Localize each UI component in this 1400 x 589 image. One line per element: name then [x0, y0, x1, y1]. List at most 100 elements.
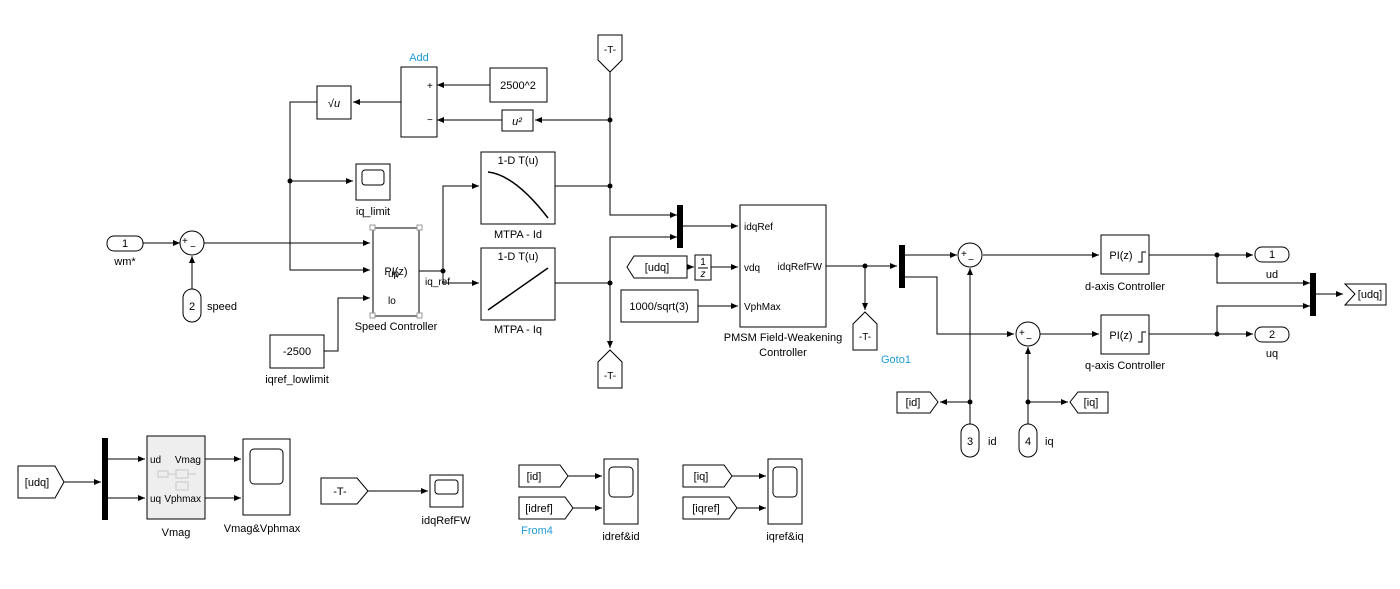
junction-dots: [287, 117, 1220, 405]
goto-udq-label: [udq]: [1358, 289, 1382, 301]
outport-uq[interactable]: 2 uq: [1254, 326, 1290, 360]
fw-out-idqreffw: idqRefFW: [778, 262, 823, 273]
speed-controller-name: Speed Controller: [355, 321, 438, 333]
add-name: Add: [409, 52, 429, 64]
from-udq[interactable]: [udq]: [626, 255, 688, 279]
fw-controller[interactable]: idqRef vdq VphMax idqRefFW PMSM Field-We…: [724, 204, 842, 359]
lookup-mtpa-id-title: 1-D T(u): [498, 155, 539, 167]
vmag-out-vmag: Vmag: [175, 455, 201, 466]
goto1-name: Goto1: [881, 354, 911, 366]
demux-idq[interactable]: [899, 245, 905, 288]
from-idref[interactable]: [idref] From4: [518, 496, 574, 537]
pi-q-name: q-axis Controller: [1085, 360, 1165, 372]
from-T-bottom[interactable]: -T-: [597, 349, 623, 389]
inport-id-name: id: [988, 436, 997, 448]
from-T-bottom-label: -T-: [604, 371, 616, 382]
goto1[interactable]: -T- Goto1: [852, 311, 911, 366]
signal-lines: [64, 70, 1343, 511]
inport-id[interactable]: 3 id: [960, 423, 997, 458]
constant-2500sq-label: 2500^2: [500, 80, 536, 92]
add-plus: +: [427, 81, 433, 92]
goto-T-top[interactable]: -T-: [597, 34, 623, 73]
delay-den: z: [700, 269, 706, 280]
from-idref-label: [idref]: [525, 503, 553, 515]
goto-T-top-label: -T-: [604, 45, 616, 56]
from-iq-2[interactable]: [iq]: [682, 464, 733, 488]
lookup-mtpa-id-name: MTPA - Id: [494, 229, 542, 241]
goto-iq[interactable]: [iq]: [1069, 391, 1109, 414]
vmag-block[interactable]: ud uq Vmag Vphmax Vmag: [146, 435, 206, 539]
outport-uq-num: 2: [1269, 329, 1275, 341]
mux-udq[interactable]: [1310, 273, 1316, 316]
from-T-2[interactable]: -T-: [320, 477, 369, 505]
pi-d-controller[interactable]: PI(z) d-axis Controller: [1085, 234, 1165, 293]
sum-d[interactable]: + −: [957, 242, 983, 268]
speed-controller-lo: lo: [388, 296, 396, 307]
sum-d-minus: −: [968, 255, 974, 266]
inport-wm-num: 1: [122, 238, 128, 250]
pi-q-controller[interactable]: PI(z) q-axis Controller: [1085, 314, 1165, 372]
sum-q-plus: +: [1019, 328, 1025, 339]
lookup-mtpa-id[interactable]: 1-D T(u) MTPA - Id: [480, 151, 556, 241]
inport-iq[interactable]: 4 iq: [1018, 423, 1054, 458]
from-iqref[interactable]: [iqref]: [682, 496, 738, 520]
sum-q[interactable]: + −: [1015, 321, 1041, 347]
vmag-out-vphmax: Vphmax: [164, 494, 201, 505]
from-id-2-label: [id]: [527, 471, 542, 483]
constant-iqref-lowlimit-name: iqref_lowlimit: [265, 374, 329, 386]
outport-ud-num: 1: [1269, 249, 1275, 261]
scope-idqreffw[interactable]: idqRefFW: [422, 474, 472, 527]
sum-q-minus: −: [1026, 334, 1032, 345]
outport-ud[interactable]: 1 ud: [1254, 246, 1290, 281]
constant-iqref-lowlimit-value: -2500: [283, 346, 311, 358]
vmag-name: Vmag: [162, 527, 191, 539]
scope-iqref-iq[interactable]: iqref&iq: [766, 458, 804, 543]
constant-iqref-lowlimit[interactable]: -2500 iqref_lowlimit: [265, 334, 329, 386]
lookup-mtpa-iq[interactable]: 1-D T(u) MTPA - Iq: [480, 247, 556, 336]
pi-d-name: d-axis Controller: [1085, 281, 1165, 293]
square-glyph: u²: [512, 116, 522, 128]
speed-controller[interactable]: PI(z) up lo iq_ref Speed Controller: [355, 224, 451, 333]
from-iqref-label: [iqref]: [692, 503, 720, 515]
mux-idq[interactable]: [677, 205, 683, 248]
scope-idref-id[interactable]: idref&id: [602, 458, 640, 543]
add-block[interactable]: + − Add: [400, 52, 438, 138]
from-T-2-label: -T-: [333, 486, 347, 498]
from-id-2[interactable]: [id]: [518, 464, 569, 488]
inport-iq-name: iq: [1045, 436, 1054, 448]
scope-iq-limit[interactable]: iq_limit: [355, 163, 391, 218]
inport-speed[interactable]: 2 speed: [182, 288, 237, 323]
from-udq-bottom[interactable]: [udq]: [17, 465, 65, 499]
fw-in-idqref: idqRef: [744, 222, 773, 233]
goto1-label: -T-: [859, 332, 871, 343]
scope-vmag-vphmax[interactable]: Vmag&Vphmax: [224, 438, 301, 535]
fw-name-line2: Controller: [759, 347, 807, 359]
inport-iq-num: 4: [1025, 436, 1031, 448]
scope-idqreffw-name: idqRefFW: [422, 515, 472, 527]
vmag-in-ud: ud: [150, 455, 161, 466]
inport-speed-num: 2: [189, 301, 195, 313]
constant-2500sq[interactable]: 2500^2: [489, 67, 548, 103]
inport-speed-name: speed: [207, 301, 237, 313]
scope-vmag-vphmax-name: Vmag&Vphmax: [224, 523, 301, 535]
from-iq-2-label: [iq]: [694, 471, 709, 483]
sum-speed-error[interactable]: + −: [179, 230, 205, 256]
unit-delay[interactable]: 1 z: [694, 254, 712, 281]
scope-iqref-iq-name: iqref&iq: [766, 531, 803, 543]
inport-wm[interactable]: 1 wm*: [106, 235, 144, 268]
fw-in-vphmax: VphMax: [744, 302, 781, 313]
constant-vphmax[interactable]: 1000/sqrt(3): [620, 289, 699, 323]
outport-uq-name: uq: [1266, 348, 1278, 360]
fw-in-vdq: vdq: [744, 263, 760, 274]
sqrt-block[interactable]: √u: [316, 85, 352, 120]
speed-controller-pi: PI(z): [384, 266, 407, 278]
goto-udq[interactable]: [udq]: [1343, 283, 1387, 306]
lookup-mtpa-iq-title: 1-D T(u): [498, 251, 539, 263]
square-block[interactable]: u²: [501, 109, 534, 132]
add-minus: −: [427, 115, 433, 126]
demux-udq[interactable]: [102, 438, 108, 520]
from4-name: From4: [521, 525, 553, 537]
goto-id[interactable]: [id]: [896, 391, 939, 414]
delay-num: 1: [700, 257, 706, 268]
